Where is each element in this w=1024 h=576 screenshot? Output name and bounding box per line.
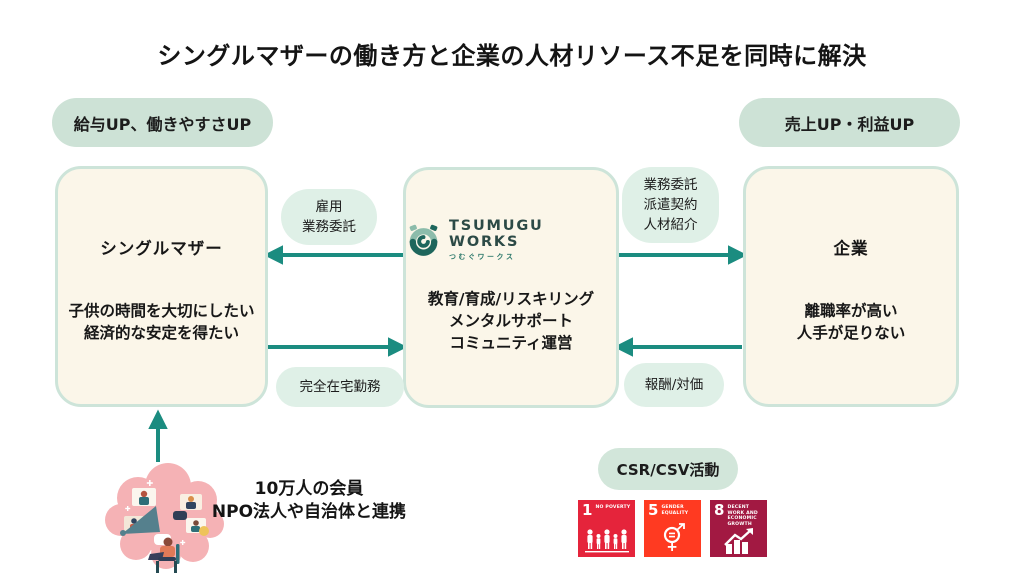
single-mother-need-line: 経済的な安定を得たい — [83, 324, 239, 342]
single-mother-box-body: 子供の時間を大切にしたい 経済的な安定を得たい — [58, 300, 265, 344]
sdg-goals-row: 1 No Poverty 5 Gender Equality — [578, 500, 767, 557]
sdg-goal-5-tile: 5 Gender Equality — [644, 500, 701, 557]
community-members-count: 10万人の会員 — [254, 479, 364, 499]
tsumugu-swirl-icon — [409, 224, 438, 256]
csr-csv-badge: CSR/CSV活動 — [598, 448, 738, 490]
company-box-title: 企業 — [833, 239, 869, 258]
arrow-remote-work-head — [388, 337, 408, 357]
gender-equality-icon — [663, 523, 685, 551]
sparkles — [125, 480, 186, 545]
lightbulb-icon — [199, 526, 209, 536]
tsumugu-service-line: 教育/育成/リスキリング — [427, 290, 595, 308]
single-mother-box: シングルマザー 子供の時間を大切にしたい 経済的な安定を得たい — [55, 166, 268, 407]
flow-label-line: 雇用 — [315, 199, 343, 215]
csr-csv-badge-label: CSR/CSV活動 — [616, 460, 720, 479]
sdg-goal-1-tile: 1 No Poverty — [578, 500, 635, 557]
flow-label-line: 完全在宅勤務 — [299, 379, 381, 395]
growth-chart-icon — [723, 528, 753, 554]
sdg-goal-1-label: No Poverty — [595, 505, 631, 510]
single-mother-need-line: 子供の時間を大切にしたい — [68, 302, 255, 320]
company-problem-line: 離職率が高い — [804, 302, 898, 320]
company-box-body: 離職率が高い 人手が足りない — [746, 300, 956, 344]
sdg-goal-5-label: Gender Equality — [661, 505, 689, 516]
benefit-badge-company-label: 売上UP・利益UP — [784, 114, 915, 134]
flow-label-line: 業務委託 — [643, 177, 698, 193]
community-partnership: NPO法人や自治体と連携 — [211, 502, 407, 522]
flow-label-line: 派遣契約 — [643, 197, 698, 213]
benefit-badge-single-mother-label: 給与UP、働きやすさUP — [73, 114, 252, 134]
arrow-reward-head — [613, 337, 633, 357]
seated-person — [148, 537, 180, 573]
benefit-badge-company: 売上UP・利益UP — [739, 98, 960, 147]
flow-label-remote-work: 完全在宅勤務 — [276, 367, 404, 407]
sdg-goal-8-tile: 8 Decent Work and Economic Growth — [710, 500, 767, 557]
page-title: シングルマザーの働き方と企業の人材リソース不足を同時に解決 — [157, 42, 867, 70]
community-illustration — [105, 463, 224, 573]
tsumugu-works-services: 教育/育成/リスキリング メンタルサポート コミュニティ運営 — [406, 288, 616, 354]
company-problem-line: 人手が足りない — [796, 324, 906, 342]
tsumugu-works-box: TSUMUGU WORKS つむぐワークス 教育/育成/リスキリング メンタルサ… — [403, 167, 619, 408]
tsumugu-service-line: メンタルサポート — [448, 312, 573, 330]
flow-label-reward: 報酬/対価 — [624, 363, 724, 407]
tsumugu-works-wordmark: TSUMUGU WORKS — [449, 218, 544, 250]
sdg-goal-8-label: Decent Work and Economic Growth — [727, 505, 758, 527]
flow-label-line: 業務委託 — [302, 219, 356, 235]
community-description: 10万人の会員 NPO法人や自治体と連携 — [196, 478, 422, 524]
megaphone-icon — [120, 506, 160, 536]
tsumugu-works-wordmark-kana: つむぐワークス — [449, 253, 516, 261]
single-mother-box-title: シングルマザー — [100, 239, 223, 258]
flow-label-line: 人材紹介 — [643, 217, 698, 233]
flow-label-contracting: 業務委託 派遣契約 人材紹介 — [622, 167, 719, 243]
flow-label-line: 報酬/対価 — [644, 377, 704, 393]
tsumugu-service-line: コミュニティ運営 — [449, 334, 573, 352]
arrow-contract-head — [728, 245, 748, 265]
tsumugu-works-logo: TSUMUGU WORKS つむぐワークス — [406, 218, 616, 262]
sdg-goal-8-number: 8 — [714, 501, 725, 519]
arrow-community-head — [148, 409, 168, 429]
company-box: 企業 離職率が高い 人手が足りない — [743, 166, 959, 407]
sdg-goal-1-number: 1 — [582, 501, 593, 519]
family-figures-icon — [584, 529, 629, 553]
benefit-badge-single-mother: 給与UP、働きやすさUP — [52, 98, 273, 147]
sdg-goal-5-number: 5 — [648, 501, 659, 519]
flow-label-employment: 雇用 業務委託 — [281, 189, 377, 245]
arrow-employment-head — [263, 245, 283, 265]
speech-bubbles — [154, 511, 209, 545]
